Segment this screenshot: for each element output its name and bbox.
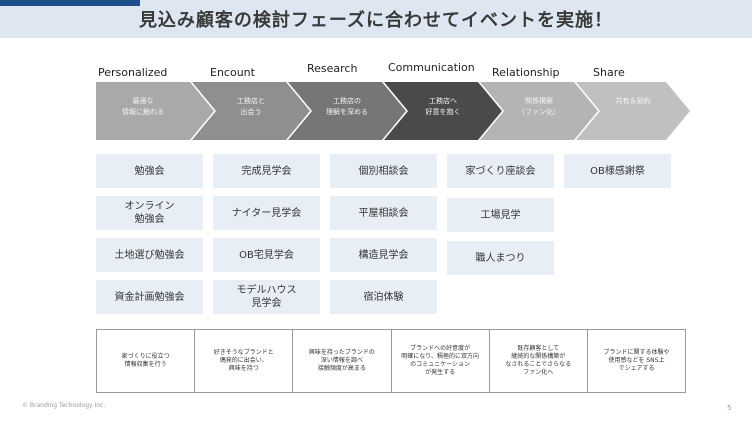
event-cell: ナイター見学会	[213, 196, 320, 230]
event-cell: オンライン 勉強会	[96, 196, 203, 230]
phase-arrow-text: 工務店の 理解を深める	[326, 97, 368, 116]
phase-label-share: Share	[593, 66, 625, 79]
phase-arrow-personalized: 最適な 情報に触れる	[96, 82, 214, 140]
phase-label-research: Research	[307, 62, 358, 75]
event-cell: 完成見学会	[213, 154, 320, 188]
description-cell: 興味を持ったブランドの 深い情報を調べ 接触頻度が高まる	[292, 330, 390, 392]
event-cell: 土地選び勉強会	[96, 238, 203, 272]
copyright-text: © Branding Technology Inc.	[22, 402, 106, 409]
description-cell: 既存顧客として 継続的な関係構築が なされることでさらなる ファン化へ	[488, 330, 587, 392]
event-cell: 宿泊体験	[330, 280, 437, 314]
title-accent-bar	[0, 0, 140, 6]
phase-arrow-communication: 工務店へ 好意を抱く	[384, 82, 502, 140]
event-cell: 家づくり座談会	[447, 154, 554, 188]
phase-arrow-shape	[384, 82, 502, 140]
title-bar	[0, 0, 752, 38]
event-cell: 工場見学	[447, 198, 554, 232]
event-cell: 職人まつり	[447, 241, 554, 275]
phase-arrow-text: 共有＆契約	[615, 97, 651, 105]
description-cell: 好きそうなブランドと 偶発的に出会い、 興味を持つ	[194, 330, 292, 392]
event-cell: 構造見学会	[330, 238, 437, 272]
phase-arrow-shape	[192, 82, 310, 140]
phase-arrow-relationship: 関係構築 （ファン化）	[480, 82, 598, 140]
phase-arrow-shape	[480, 82, 598, 140]
phase-arrow-text: 工務店へ 好意を抱く	[425, 97, 461, 116]
description-table: 家づくりに役立つ 情報収集を行う 好きそうなブランドと 偶発的に出会い、 興味を…	[96, 329, 686, 393]
description-cell: ブランドに関する体験や 使用感などを SNS上 でシェアする	[586, 330, 685, 392]
phase-arrow-encount: 工務店と 出会う	[192, 82, 310, 140]
phase-label-personalized: Personalized	[98, 66, 168, 79]
event-cell: モデルハウス 見学会	[213, 280, 320, 314]
phase-arrow-shape	[288, 82, 406, 140]
phase-label-relationship: Relationship	[492, 66, 560, 79]
event-cell: OB宅見学会	[213, 238, 320, 272]
page-number: 5	[727, 404, 732, 412]
event-cell: 個別相談会	[330, 154, 437, 188]
event-cell: 資金計画勉強会	[96, 280, 203, 314]
description-cell: ブランドへの好意度が 明確になり、積極的に双方向 のコミュニケーション が発生す…	[390, 330, 489, 392]
phase-arrow-shape	[576, 82, 690, 140]
phase-arrow-text: 関係構築 （ファン化）	[518, 97, 560, 116]
page-title: 見込み顧客の検討フェーズに合わせてイベントを実施！	[138, 10, 614, 31]
phase-arrow-share: 共有＆契約	[576, 82, 690, 140]
phase-arrow-text: 工務店と 出会う	[237, 97, 265, 116]
event-cell: 勉強会	[96, 154, 203, 188]
phase-arrow-shape	[96, 82, 214, 140]
event-cell: OB様感謝祭	[564, 154, 671, 188]
phase-label-encount: Encount	[210, 66, 255, 79]
phase-label-communication: Communication	[388, 61, 475, 74]
event-cell: 平屋相談会	[330, 196, 437, 230]
phase-arrow-text: 最適な 情報に触れる	[122, 97, 164, 116]
description-cell: 家づくりに役立つ 情報収集を行う	[121, 353, 170, 368]
phase-arrow-research: 工務店の 理解を深める	[288, 82, 406, 140]
